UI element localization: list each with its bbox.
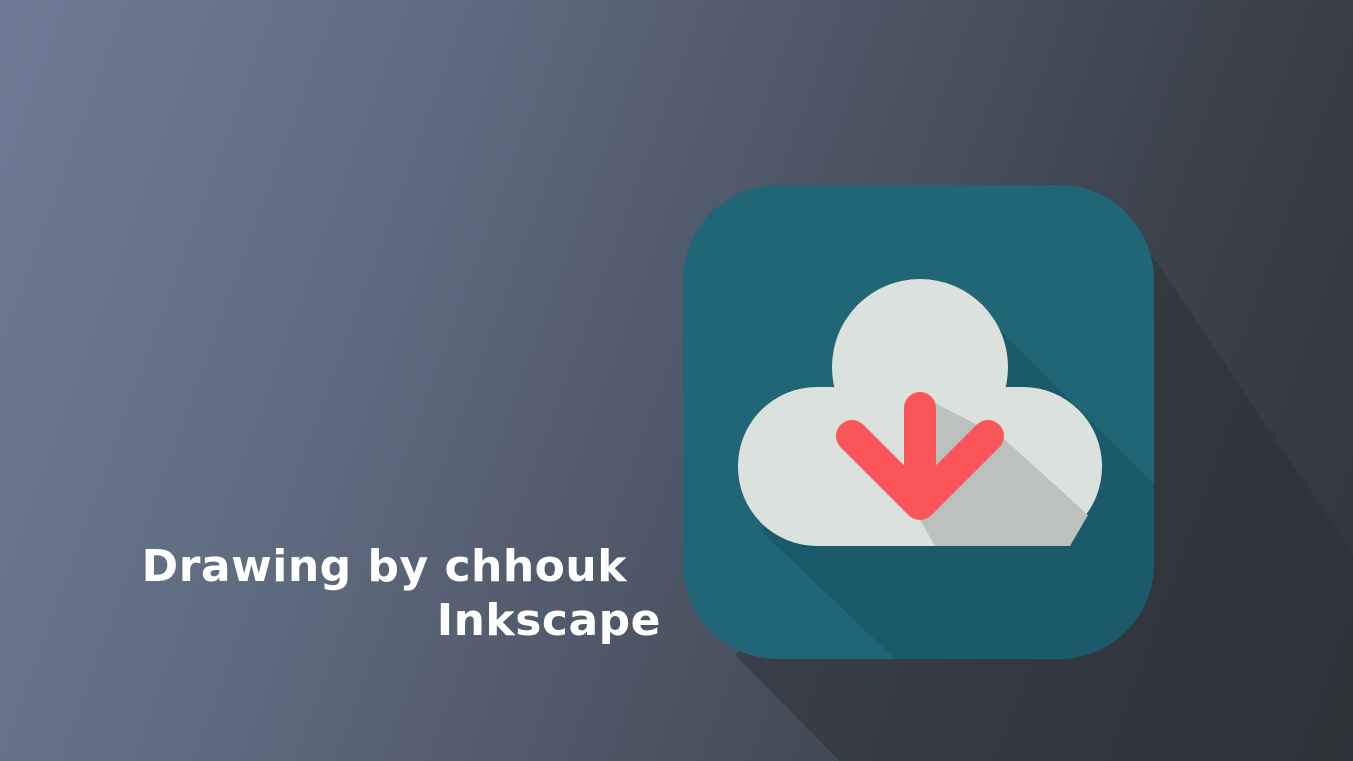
caption-credit-line: Drawing by chhouk: [141, 541, 627, 592]
arrow-shadow: [920, 398, 1088, 546]
caption-software-line: Inkscape: [436, 595, 661, 646]
cloud-download-icon: [738, 279, 1102, 546]
arrow-down-icon: [836, 392, 1004, 520]
